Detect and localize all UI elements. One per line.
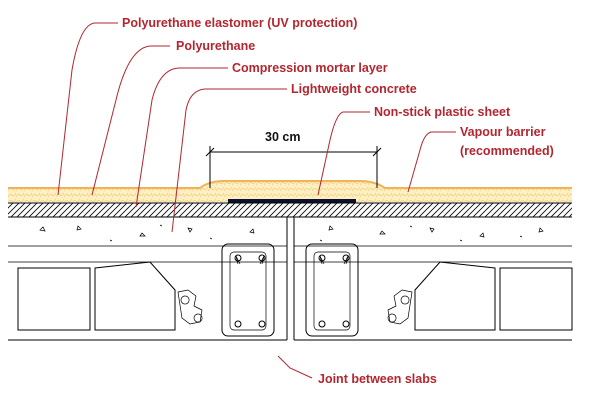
label-lightweight-concrete: Lightweight concrete bbox=[291, 82, 417, 96]
leader-lines bbox=[57, 22, 456, 379]
label-compression-mortar: Compression mortar layer bbox=[232, 61, 388, 75]
label-vapour-barrier-note: (recommended) bbox=[460, 144, 554, 158]
lightweight-concrete-layer bbox=[8, 224, 572, 247]
non-stick-plastic-sheet bbox=[228, 199, 356, 203]
label-non-stick-plastic-sheet: Non-stick plastic sheet bbox=[374, 105, 511, 119]
label-polyurethane: Polyurethane bbox=[176, 39, 255, 53]
label-joint-between-slabs: Joint between slabs bbox=[318, 372, 437, 386]
left-slab bbox=[8, 243, 287, 341]
dimension-label: 30 cm bbox=[265, 130, 300, 144]
elastomer-layer bbox=[8, 179, 572, 189]
label-polyurethane-elastomer: Polyurethane elastomer (UV protection) bbox=[122, 16, 357, 30]
slab-joint bbox=[286, 217, 295, 340]
right-slab bbox=[294, 243, 573, 341]
label-vapour-barrier: Vapour barrier bbox=[460, 125, 546, 139]
dimension-30cm: 30 cm bbox=[205, 130, 382, 188]
polyurethane-layer bbox=[8, 180, 572, 202]
compression-mortar-layer bbox=[8, 202, 572, 218]
